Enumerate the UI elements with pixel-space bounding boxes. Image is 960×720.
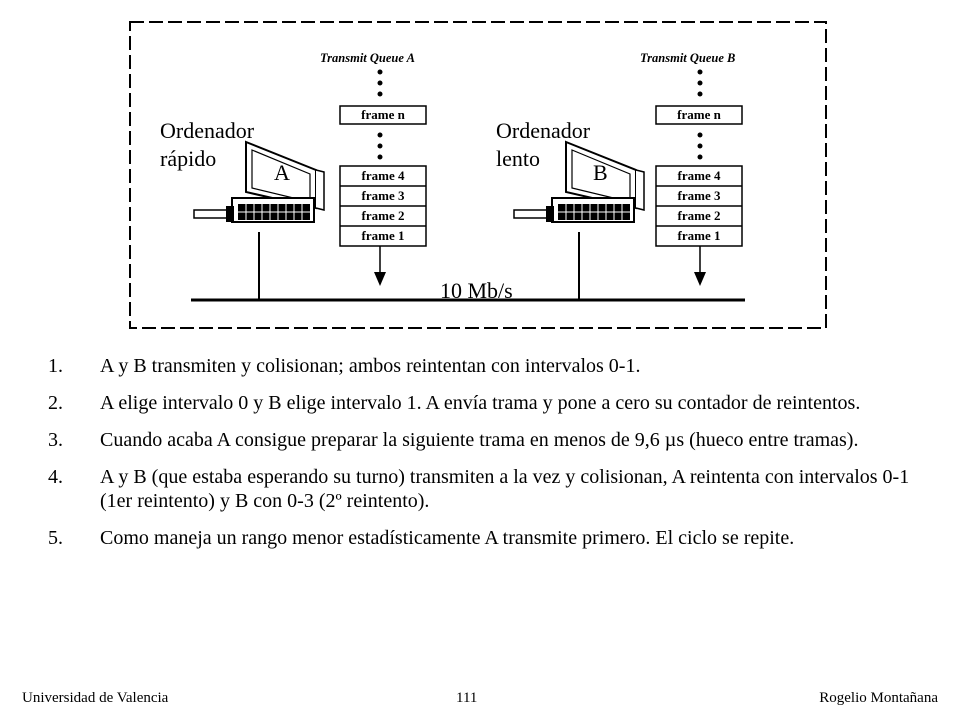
- slow-computer-label-line1: Ordenador: [496, 118, 591, 143]
- queue-b-frame-4: frame 4: [678, 168, 721, 183]
- computer-a-icon: [193, 140, 325, 223]
- step-number: 5.: [48, 527, 63, 549]
- computer-b-label: B: [593, 160, 608, 185]
- queue-b-middle-ellipsis: [697, 132, 703, 160]
- step-number: 3.: [48, 429, 63, 451]
- ethernet-diagram: 10 Mb/s A Ordenador: [128, 20, 828, 330]
- step-number: 4.: [48, 466, 63, 488]
- queue-b-top-ellipsis: [697, 69, 703, 97]
- station-b: B Ordenador lento: [496, 118, 645, 300]
- transmit-queue-a: Transmit Queue A frame n frame 4 frame 3…: [320, 51, 427, 286]
- step-item: 2. A elige intervalo 0 y B elige interval…: [48, 391, 938, 415]
- queue-a-frame-1: frame 1: [362, 228, 405, 243]
- computer-b-icon: [513, 140, 645, 223]
- step-item: 1. A y B transmiten y colisionan; ambos r…: [48, 354, 938, 378]
- step-item: 4. A y B (que estaba esperando su turno) …: [48, 465, 938, 513]
- diagram-border: [129, 21, 827, 329]
- fast-computer-label-line2: rápido: [160, 146, 216, 171]
- step-number: 1.: [48, 355, 63, 377]
- step-number: 2.: [48, 392, 63, 414]
- step-text: Cuando acaba A consigue preparar la sigu…: [100, 429, 859, 451]
- fast-computer-label-line1: Ordenador: [160, 118, 255, 143]
- queue-b-frame-1: frame 1: [678, 228, 721, 243]
- step-text: A y B (que estaba esperando su turno) tr…: [100, 466, 910, 512]
- transmit-queue-b: Transmit Queue B frame n frame 4 frame 3…: [640, 51, 743, 286]
- footer-institution: Universidad de Valencia: [22, 690, 169, 706]
- queue-b-arrow-down-icon: [694, 272, 706, 286]
- queue-a-middle-ellipsis: [377, 132, 383, 160]
- step-text: A y B transmiten y colisionan; ambos rei…: [100, 355, 641, 377]
- computer-a-label: A: [274, 160, 290, 185]
- step-item: 5. Como maneja un rango menor estadística…: [48, 526, 938, 550]
- station-a: A Ordenador rápido: [160, 118, 325, 300]
- queue-a-title: Transmit Queue A: [320, 51, 415, 65]
- steps-list: 1. A y B transmiten y colisionan; ambos r…: [48, 354, 938, 563]
- queue-a-top-ellipsis: [377, 69, 383, 97]
- slow-computer-label-line2: lento: [496, 146, 540, 171]
- bus-speed-label: 10 Mb/s: [440, 278, 513, 303]
- queue-a-frame-n: [339, 105, 427, 125]
- step-item: 3. Cuando acaba A consigue preparar la si…: [48, 428, 938, 452]
- queue-a-arrow-down-icon: [374, 272, 386, 286]
- queue-b-frame-2: frame 2: [678, 208, 721, 223]
- step-text: Como maneja un rango menor estadísticame…: [100, 527, 795, 549]
- step-text: A elige intervalo 0 y B elige intervalo …: [100, 392, 861, 414]
- queue-b-title: Transmit Queue B: [640, 51, 735, 65]
- queue-a-frame-2: frame 2: [362, 208, 405, 223]
- queue-b-frame-n-label: frame n: [677, 107, 721, 122]
- footer-page-number: 111: [456, 690, 478, 706]
- footer-author: Rogelio Montañana: [819, 690, 938, 706]
- queue-b-frame-3: frame 3: [678, 188, 721, 203]
- queue-a-frame-n-label: frame n: [361, 107, 405, 122]
- queue-a-frame-4: frame 4: [362, 168, 405, 183]
- queue-b-frame-n: [655, 105, 743, 125]
- queue-a-frame-3: frame 3: [362, 188, 405, 203]
